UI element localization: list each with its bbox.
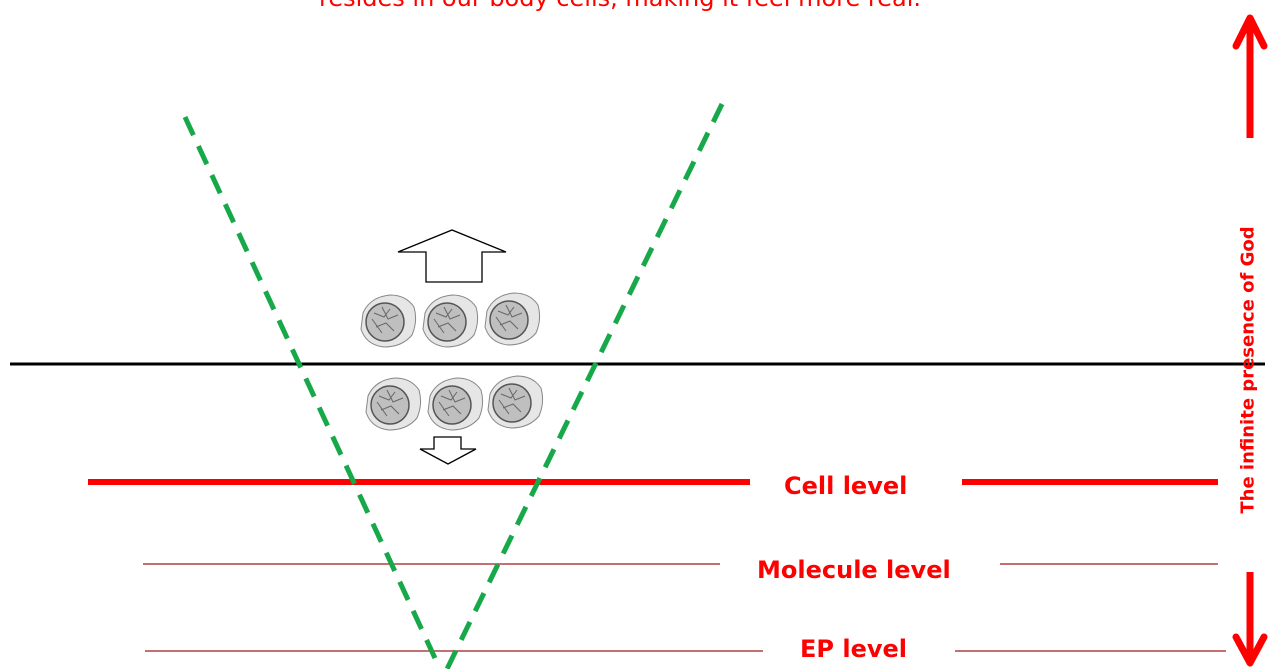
cell-icon (484, 292, 541, 346)
cell-icon (427, 377, 484, 431)
up-arrow-icon (397, 229, 507, 283)
v-right-dashed-line (444, 102, 725, 669)
cell-icon (487, 375, 544, 429)
v-left-dashed-line (182, 115, 443, 669)
cell-level-label: Cell level (784, 472, 908, 500)
ep-level-label: EP level (800, 635, 907, 663)
cell-icon (360, 294, 417, 348)
down-arrow-icon (419, 436, 477, 465)
molecule-level-label: Molecule level (757, 556, 951, 584)
up-red-arrow-icon (1232, 14, 1268, 138)
cell-icon (422, 294, 479, 348)
caption-text: resides in our body cells, making it fee… (200, 0, 1040, 12)
down-red-arrow-icon (1232, 572, 1268, 667)
cell-icon (365, 377, 422, 431)
infinite-presence-label: The infinite presence of God (1237, 226, 1259, 514)
